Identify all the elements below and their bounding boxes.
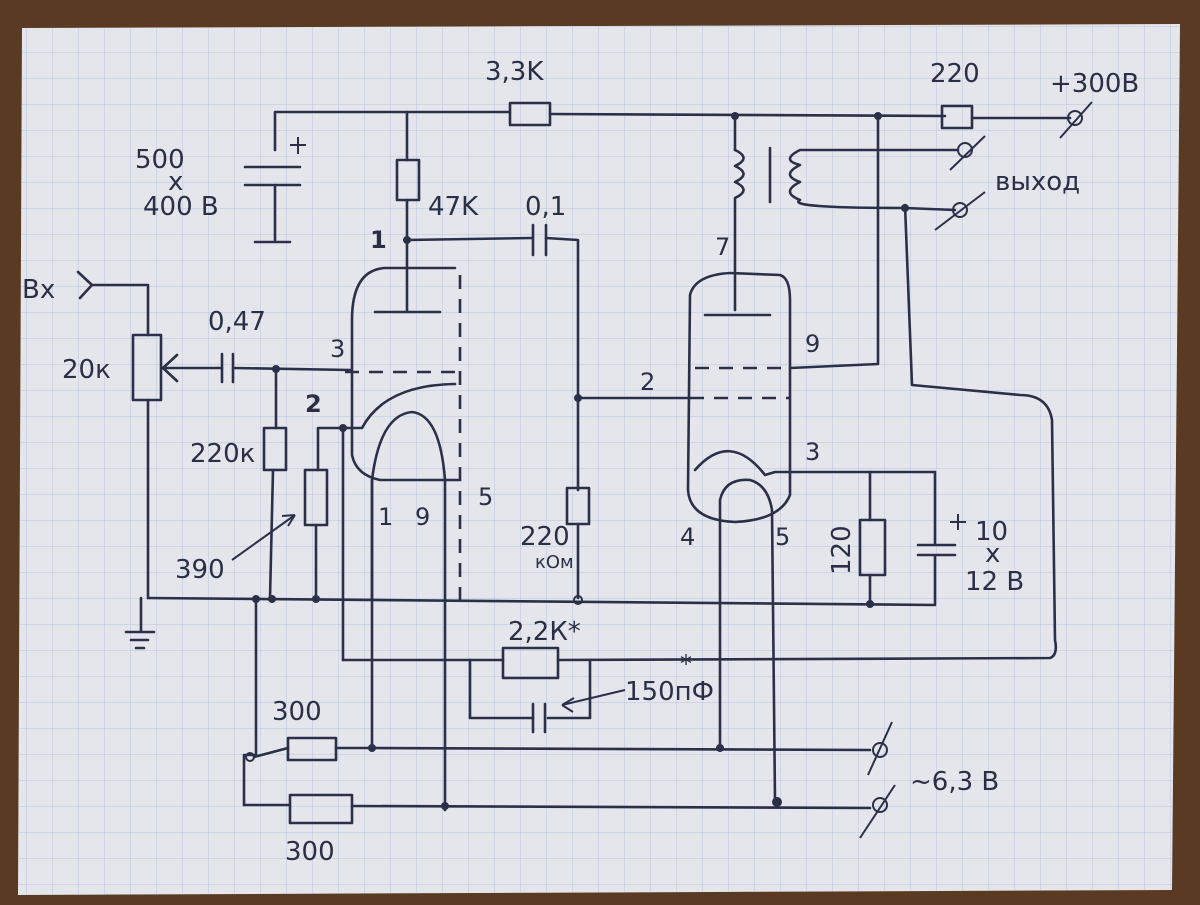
transformer-secondary (788, 148, 960, 212)
label-cap-01: 0,1 (525, 192, 566, 222)
resistor-2k2 (501, 646, 560, 680)
label-220k: 220к (190, 439, 255, 469)
label-300-b: 300 (285, 837, 335, 867)
label-390: 390 (175, 555, 225, 585)
pin-v2-heater-a: 4 (680, 523, 695, 551)
resistor-300-b (288, 793, 354, 825)
input-connector (76, 270, 150, 337)
pin-v1-grid: 3 (330, 335, 345, 363)
paper-grid (18, 24, 1180, 895)
resistor-120 (858, 518, 887, 577)
label-3k3: 3,3K (485, 57, 544, 87)
resistor-220k (262, 426, 288, 472)
label-47k: 47K (428, 192, 479, 222)
valve-1-triode (343, 266, 462, 812)
label-heater: ~6,3 В (910, 767, 999, 797)
capacitor-150pf (531, 702, 547, 734)
pin-v2-anode: 7 (715, 233, 730, 261)
pin-v1-cathode: 2 (305, 390, 322, 418)
terminal-heater-2 (859, 784, 896, 839)
terminal-supply (1059, 101, 1093, 139)
pin-v1-heater-b: 9 (415, 503, 430, 531)
capacitor-10uf (916, 470, 957, 606)
label-cap-400v: 400 В (143, 192, 219, 222)
pin-v2-g1: 2 (640, 368, 655, 396)
label-cap-500: 500 (135, 145, 185, 175)
label-120: 120 (827, 525, 857, 575)
label-220kom-1: 220 (520, 522, 570, 552)
ground-icon (124, 596, 156, 650)
pin-v2-cathode: 3 (805, 438, 820, 466)
pin-v1-heater-a: 1 (378, 503, 393, 531)
arrow-390 (231, 514, 296, 561)
valve-2-pentode (686, 114, 960, 802)
pin-v1-anode: 1 (370, 226, 387, 254)
arrow-150pf (561, 689, 626, 713)
label-220-top: 220 (930, 59, 980, 89)
label-cap-047: 0,47 (208, 307, 266, 337)
label-cap-10: 10 (975, 517, 1008, 547)
label-input: Вх (22, 275, 55, 305)
pin-v1-shield: 5 (478, 483, 493, 511)
label-150pf-star: * (680, 650, 692, 678)
label-output: выход (995, 167, 1080, 197)
pot-wiper-arrow (161, 353, 224, 383)
label-150pf: 150пФ (625, 677, 714, 707)
label-supply: +300В (1050, 69, 1139, 99)
label-cap-x1: x (168, 167, 183, 197)
pin-v2-g2: 9 (805, 330, 820, 358)
capacitor-500uf (243, 137, 306, 244)
label-220kom-2: кОм (535, 552, 574, 573)
label-cap-12v: 12 В (965, 567, 1024, 597)
label-pot-20k: 20к (62, 355, 111, 385)
label-cap-x2: x (985, 539, 1000, 569)
pin-v2-heater-b: 5 (775, 523, 790, 551)
transformer-primary (733, 148, 745, 312)
terminal-heater-1 (867, 721, 893, 776)
label-2k2: 2,2К* (508, 617, 581, 647)
label-300-a: 300 (272, 697, 322, 727)
